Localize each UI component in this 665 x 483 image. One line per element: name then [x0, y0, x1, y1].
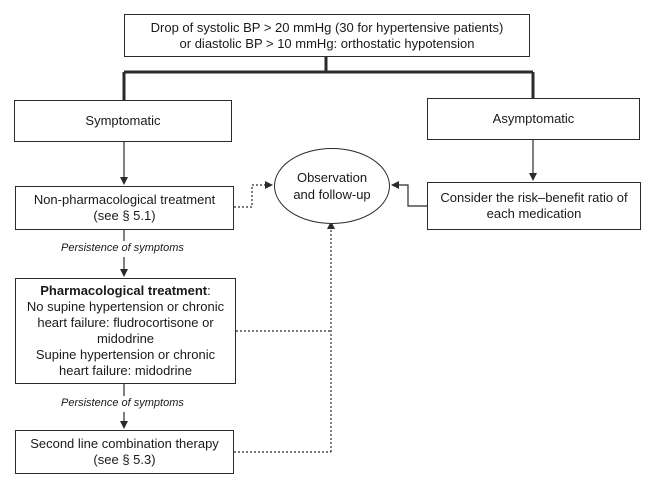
nonpharm-line-2: (see § 5.1)	[93, 208, 156, 223]
pharm-line-3: midodrine	[96, 331, 155, 346]
asymptomatic-label: Asymptomatic	[492, 111, 575, 126]
observation-line-2: and follow-up	[293, 187, 371, 202]
risk-line-2: each medication	[486, 206, 582, 221]
pharm-title-line: Pharmacological treatment:	[40, 283, 211, 299]
orthostatic-hypotension-definition-box: Drop of systolic BP > 20 mmHg (30 for hy…	[124, 14, 530, 57]
dotted-arrow-nonpharm-to-observation	[234, 181, 273, 208]
observation-ellipse: Observation and follow-up	[274, 148, 390, 224]
second-line-therapy-box: Second line combination therapy (see § 5…	[15, 430, 234, 474]
nonpharm-line-1: Non-pharmacological treatment	[33, 192, 216, 207]
asymptomatic-box: Asymptomatic	[427, 98, 640, 140]
pharm-line-2: heart failure: fludrocortisone or	[37, 315, 214, 330]
persistence-of-symptoms-label-1: Persistence of symptoms	[61, 242, 184, 254]
pharmacological-treatment-box: Pharmacological treatment: No supine hyp…	[15, 278, 236, 384]
second-line-line-2: (see § 5.3)	[93, 452, 156, 467]
observation-line-1: Observation	[296, 170, 368, 185]
pharm-line-5: heart failure: midodrine	[59, 363, 192, 378]
definition-line-1: Drop of systolic BP > 20 mmHg (30 for hy…	[150, 19, 504, 35]
risk-line-1: Consider the risk–benefit ratio of	[440, 190, 628, 205]
pharm-line-4: Supine hypertension or chronic	[35, 347, 216, 362]
arrow-risk-to-observation	[391, 181, 427, 207]
definition-line-2: or diastolic BP > 10 mmHg: orthostatic h…	[179, 35, 475, 51]
non-pharmacological-treatment-box: Non-pharmacological treatment (see § 5.1…	[15, 186, 234, 230]
symptomatic-label: Symptomatic	[85, 113, 161, 128]
pharm-title: Pharmacological treatment	[40, 283, 208, 298]
risk-benefit-box: Consider the risk–benefit ratio of each …	[427, 182, 641, 230]
symptomatic-box: Symptomatic	[14, 100, 232, 142]
pharm-line-1: No supine hypertension or chronic	[26, 299, 225, 314]
pharm-title-colon: :	[207, 283, 211, 298]
persistence-of-symptoms-label-2: Persistence of symptoms	[61, 397, 184, 409]
second-line-line-1: Second line combination therapy	[30, 436, 219, 451]
